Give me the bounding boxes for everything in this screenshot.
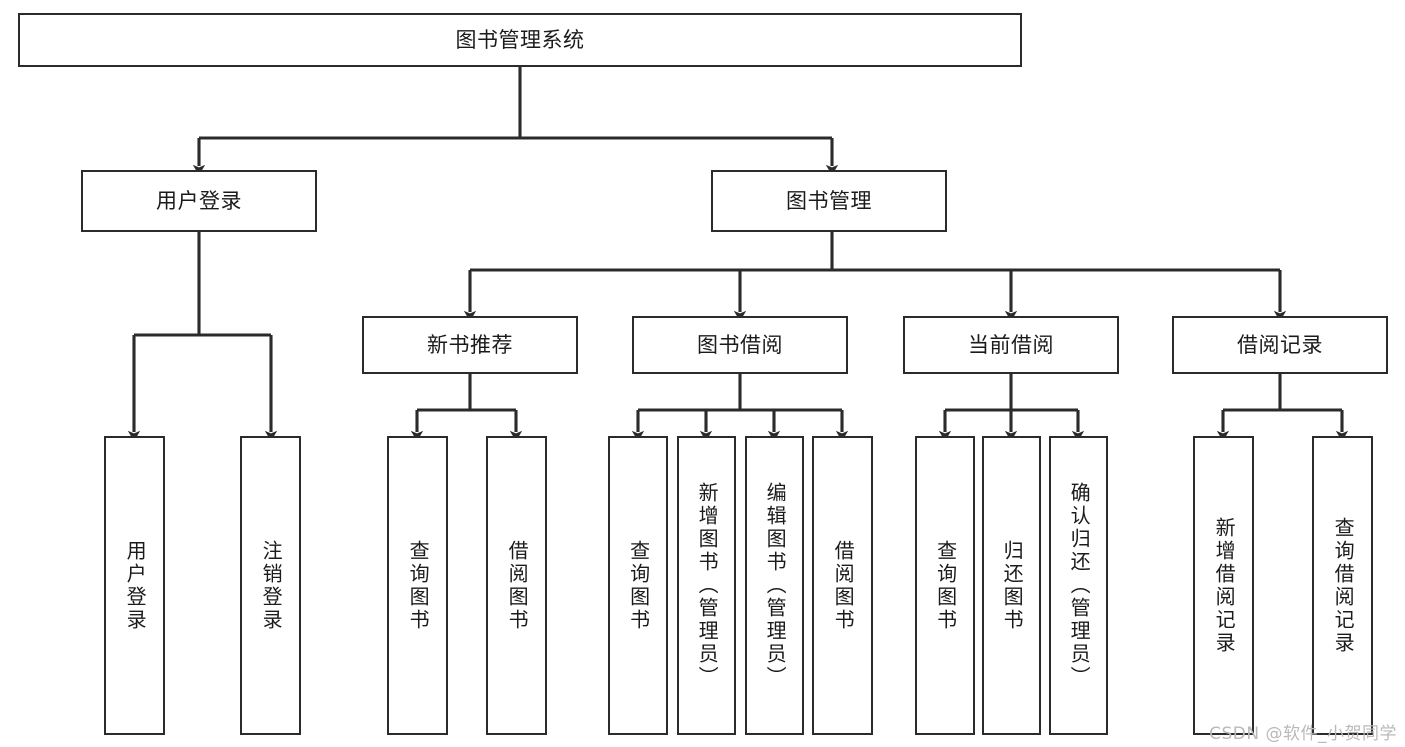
leaf-query-record[interactable]: 查询借阅记录 [1312,436,1373,735]
leaf-edit-book-label: 编辑图书（管理员） [763,482,788,689]
node-root[interactable]: 图书管理系统 [18,13,1022,67]
leaf-query-book-3-label: 查询图书 [933,539,958,632]
leaf-add-book-label: 新增图书（管理员） [695,482,720,689]
node-borrow-record[interactable]: 借阅记录 [1172,316,1388,374]
leaf-borrow-book-2-label: 借阅图书 [831,539,856,632]
node-borrow-record-label: 借阅记录 [1237,332,1323,357]
leaf-borrow-book-1[interactable]: 借阅图书 [486,436,547,735]
leaf-edit-book[interactable]: 编辑图书（管理员） [745,436,804,735]
leaf-add-record[interactable]: 新增借阅记录 [1193,436,1254,735]
leaf-query-book-3[interactable]: 查询图书 [915,436,975,735]
leaf-borrow-book-1-label: 借阅图书 [505,539,530,632]
csdn-watermark: CSDN @软件_小贺同学 [1209,724,1397,744]
node-new-book-recommend-label: 新书推荐 [427,332,513,357]
leaf-query-book-1-label: 查询图书 [406,539,431,632]
leaf-return-book-label: 归还图书 [1000,539,1025,632]
leaf-query-book-2-label: 查询图书 [626,539,651,632]
node-root-label: 图书管理系统 [455,27,585,52]
leaf-add-book[interactable]: 新增图书（管理员） [677,436,736,735]
node-current-borrow[interactable]: 当前借阅 [903,316,1119,374]
leaf-query-book-2[interactable]: 查询图书 [608,436,668,735]
node-user-login-label: 用户登录 [156,188,242,213]
leaf-return-book[interactable]: 归还图书 [982,436,1041,735]
leaf-user-login-label: 用户登录 [123,539,148,632]
leaf-add-record-label: 新增借阅记录 [1212,516,1237,655]
node-book-borrow-label: 图书借阅 [697,332,783,357]
node-user-login[interactable]: 用户登录 [81,170,317,232]
leaf-query-book-1[interactable]: 查询图书 [387,436,448,735]
node-new-book-recommend[interactable]: 新书推荐 [362,316,578,374]
node-book-management[interactable]: 图书管理 [711,170,947,232]
leaf-logout-label: 注销登录 [259,539,284,632]
leaf-confirm-return-label: 确认归还（管理员） [1067,482,1092,689]
leaf-confirm-return[interactable]: 确认归还（管理员） [1049,436,1108,735]
leaf-logout[interactable]: 注销登录 [240,436,301,735]
node-current-borrow-label: 当前借阅 [968,332,1054,357]
leaf-borrow-book-2[interactable]: 借阅图书 [812,436,873,735]
leaf-user-login[interactable]: 用户登录 [104,436,165,735]
node-book-borrow[interactable]: 图书借阅 [632,316,848,374]
leaf-query-record-label: 查询借阅记录 [1331,516,1356,655]
node-book-management-label: 图书管理 [786,188,872,213]
